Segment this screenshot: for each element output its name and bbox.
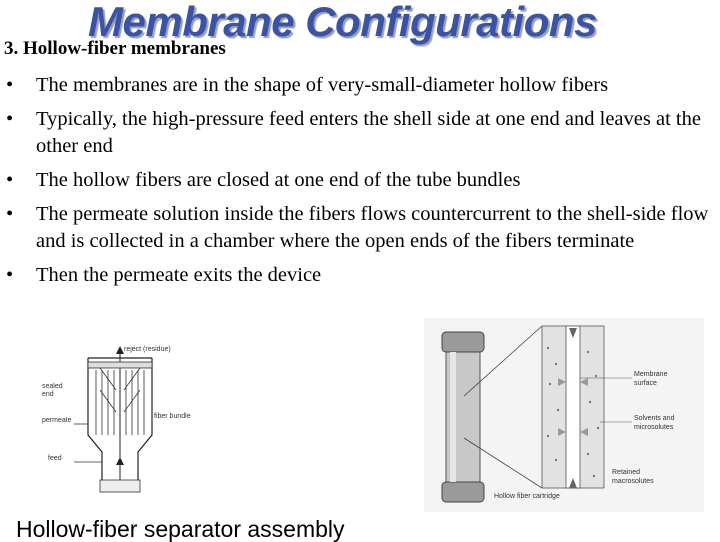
arrow-up-icon (569, 478, 577, 488)
arrow-left-icon (580, 428, 588, 436)
slide-title: Membrane Configurations (88, 0, 597, 45)
diagonal-flow-arrows (99, 367, 141, 413)
label-reject: reject (residue) (124, 346, 171, 353)
fiber-lines (95, 370, 145, 435)
cartridge-highlight (450, 352, 456, 482)
arrow-up-icon (116, 457, 124, 465)
bullet-item: • Then the permeate exits the device (6, 262, 716, 289)
arrow-up-icon (116, 346, 124, 354)
label-surface: surface (634, 380, 657, 387)
fiber-lumen (565, 325, 581, 489)
label-fiber-bundle: fiber bundle (154, 413, 191, 420)
cartridge-bottom-cap (441, 481, 485, 503)
label-end: end (42, 391, 54, 398)
figure-caption: Hollow-fiber separator assembly (16, 516, 345, 542)
label-feed: feed (48, 455, 62, 462)
bullet-item: • The hollow fibers are closed at one end… (6, 167, 716, 194)
tube-sheet (87, 361, 153, 369)
bullet-item: • Typically, the high-pressure feed enter… (6, 106, 716, 160)
bullet-text: Typically, the high-pressure feed enters… (36, 108, 701, 157)
arrow-right-icon (558, 428, 566, 436)
bullet-text: The membranes are in the shape of very-s… (36, 74, 609, 96)
arrow-left-icon (580, 378, 588, 386)
bullet-icon: • (6, 74, 14, 96)
section-subheading: 3. Hollow-fiber membranes (4, 38, 226, 59)
label-retained: Retained (612, 469, 640, 476)
label-solvents: Solvents and (634, 415, 675, 422)
bullet-icon: • (6, 169, 14, 191)
arrow-right-icon (558, 378, 566, 386)
label-cartridge: Hollow fiber cartridge (494, 493, 560, 500)
arrow-down-icon (569, 328, 577, 338)
cartridge-top-cap (441, 331, 485, 353)
bullet-text: Then the permeate exits the device (36, 264, 322, 286)
label-sealed: sealed (42, 383, 63, 390)
bullet-text: The hollow fibers are closed at one end … (36, 169, 521, 191)
zoom-line (463, 437, 543, 489)
bullet-item: • The permeate solution inside the fibers… (6, 201, 716, 255)
bullet-list: • The membranes are in the shape of very-… (6, 72, 716, 296)
zoom-line (463, 325, 543, 397)
label-macrosolutes: macrosolutes (612, 478, 654, 485)
cartridge-figure: Membrane surface Solvents and microsolut… (424, 318, 704, 512)
label-permeate: permeate (42, 417, 72, 424)
shell-outline (87, 358, 153, 490)
bottom-port (99, 479, 141, 493)
solute-dots (546, 346, 600, 478)
bullet-icon: • (6, 108, 14, 130)
label-membrane: Membrane (634, 371, 668, 378)
label-microsolutes: microsolutes (634, 424, 674, 431)
bullet-icon: • (6, 264, 14, 286)
separator-schematic-figure: reject (residue) sealed end permeate fib… (42, 346, 191, 493)
bullet-text: The permeate solution inside the fibers … (36, 203, 709, 252)
bullet-icon: • (6, 203, 14, 225)
bullet-item: • The membranes are in the shape of very-… (6, 72, 716, 99)
